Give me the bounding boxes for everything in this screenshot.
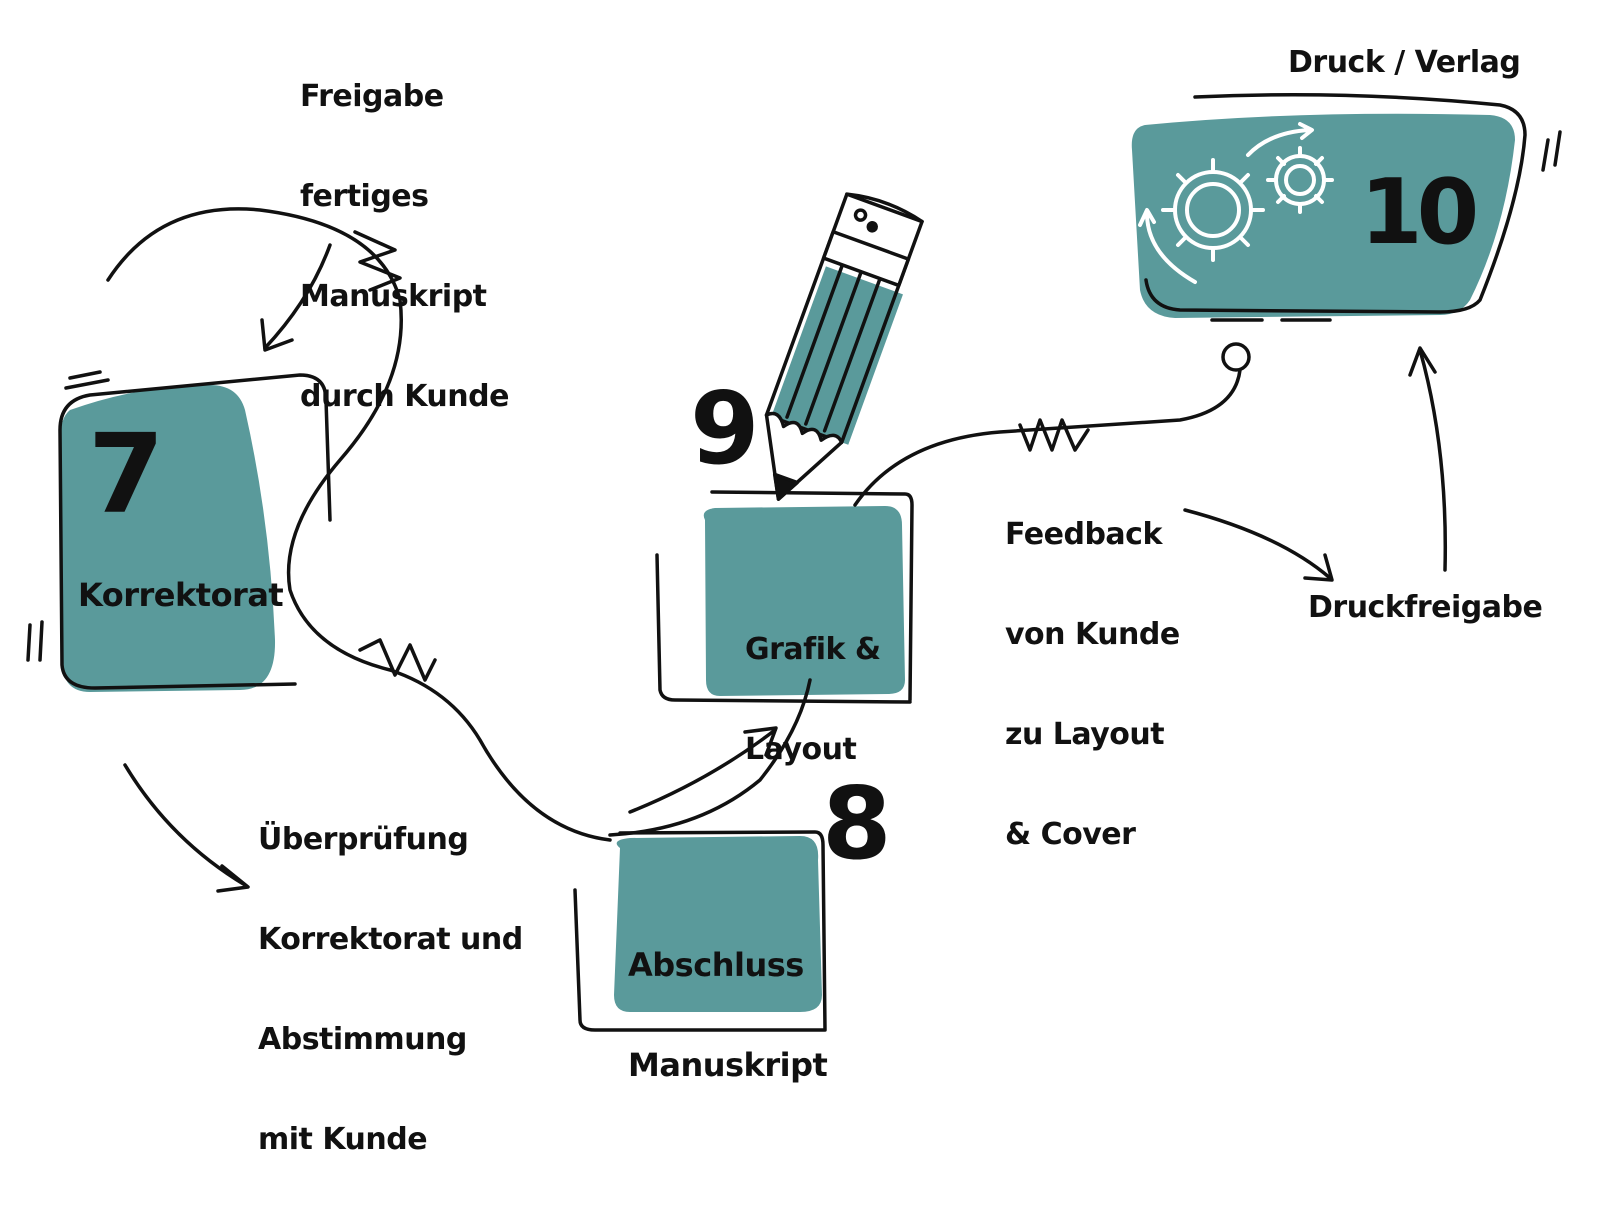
step-7-label: Korrektorat (78, 576, 284, 614)
connector-zigzag (1018, 418, 1090, 452)
step-7-fill (60, 385, 276, 692)
annotation-line: & Cover (1005, 817, 1136, 852)
connector-zigzag (353, 230, 402, 292)
step-9-number: 9 (690, 370, 760, 487)
step-9-label: Grafik & Layout (745, 575, 881, 825)
arrow-feedback-to-druckfreigabe (1183, 508, 1334, 582)
step-7-box (26, 370, 332, 692)
step-9-label-line: Grafik & (745, 632, 881, 667)
annotation-freigabe: Freigabe fertiges Manuskript durch Kunde (300, 22, 509, 472)
connector-endpoint (1221, 342, 1251, 372)
speed-lines (64, 370, 110, 390)
step-8-number: 8 (822, 765, 892, 882)
arrow-druckfreigabe-to-druck (1408, 346, 1448, 572)
annotation-line: Korrektorat und (258, 922, 523, 957)
step-9-fill (703, 506, 905, 696)
step-7-number: 7 (88, 410, 165, 538)
step-8-label-line: Abschluss (628, 946, 804, 984)
step-10-number: 10 (1360, 160, 1479, 265)
pencil-icon (764, 192, 924, 501)
step-10-header: Druck / Verlag (1288, 45, 1521, 80)
gears-icon (1138, 122, 1334, 284)
annotation-line: durch Kunde (300, 379, 509, 414)
speed-lines (1541, 130, 1562, 172)
annotation-line: Feedback (1005, 517, 1162, 552)
annotation-line: Abstimmung (258, 1022, 467, 1057)
annotation-line: Freigabe (300, 79, 444, 114)
step-8-fill (614, 836, 822, 1012)
step-9-box (655, 490, 914, 704)
arrow-abschluss-to-grafik (628, 726, 778, 814)
connector-zigzag (358, 638, 437, 682)
arrow-freigabe-to-korrektorat (260, 243, 332, 352)
step-10-fill (1131, 113, 1515, 318)
annotation-line: zu Layout (1005, 717, 1165, 752)
speed-lines (26, 620, 44, 662)
step-9-label-line: Layout (745, 732, 857, 767)
step-9-outline (655, 490, 914, 704)
connector-curve (106, 207, 612, 842)
annotation-ueberpruefung: Überprüfung Korrektorat und Abstimmung m… (258, 765, 523, 1215)
step-8-box (573, 830, 827, 1032)
annotation-druckfreigabe: Druckfreigabe (1308, 590, 1543, 625)
annotation-line: fertiges (300, 179, 429, 214)
connector-curve (608, 678, 812, 837)
step-10-box (1131, 93, 1562, 322)
annotation-line: von Kunde (1005, 617, 1180, 652)
step-8-label-line: Manuskript (628, 1046, 828, 1084)
arrow-korrektorat-to-ueberpruefung (123, 763, 250, 893)
step-7-outline (58, 373, 332, 690)
annotation-line: Überprüfung (258, 822, 469, 857)
step-8-label: Abschluss Manuskript (628, 890, 828, 1140)
process-diagram (26, 93, 1562, 1032)
connector-curve (853, 368, 1242, 507)
annotation-feedback: Feedback von Kunde zu Layout & Cover (1005, 460, 1180, 910)
step-10-outline (1144, 93, 1527, 314)
annotation-line: Manuskript (300, 279, 487, 314)
annotation-line: mit Kunde (258, 1122, 428, 1157)
step-8-outline (573, 830, 827, 1032)
